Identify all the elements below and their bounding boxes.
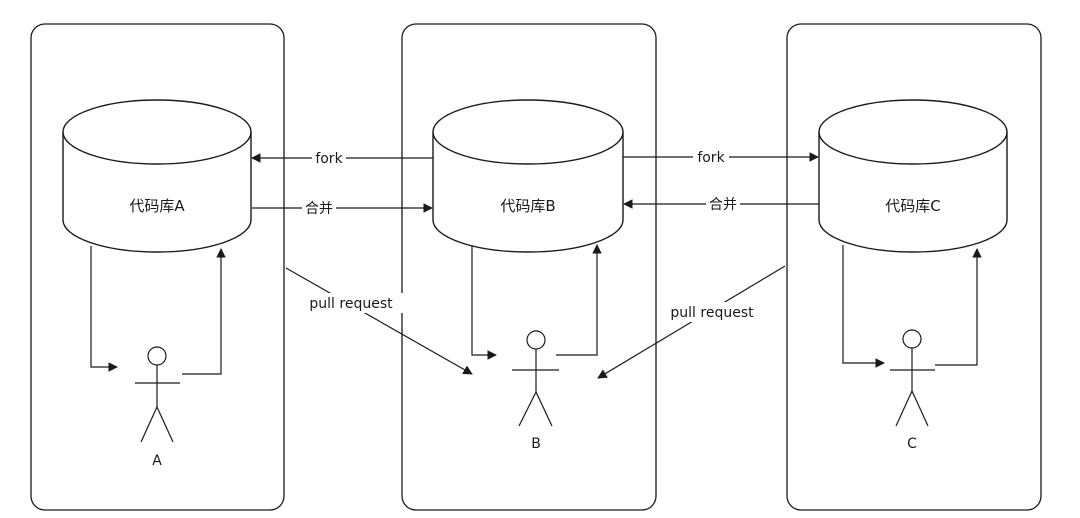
edge-fork-b-to-a: fork xyxy=(251,148,433,168)
repo-a-label: 代码库A xyxy=(129,197,185,215)
actor-c-label: C xyxy=(907,436,917,452)
edge-label-pull-request-right: pull request xyxy=(670,305,754,321)
loop-repo-a-actor-a xyxy=(90,246,226,375)
edge-pull-request-a-to-b: pull request xyxy=(285,267,473,375)
edge-merge-c-to-b: 合并 xyxy=(623,194,819,214)
actor-c-figure: C xyxy=(890,329,935,452)
repo-b: 代码库B xyxy=(432,99,624,253)
repo-c: 代码库C xyxy=(818,99,1008,253)
repo-b-label: 代码库B xyxy=(500,197,555,215)
repo-c-label: 代码库C xyxy=(885,197,940,215)
actor-a-label: A xyxy=(152,453,162,469)
actor-b-figure: B xyxy=(512,330,559,452)
panel-a xyxy=(30,23,285,511)
edge-label-pull-request-left: pull request xyxy=(309,296,393,312)
actor-b-label: B xyxy=(531,436,541,452)
edge-label-merge-left: 合并 xyxy=(305,201,333,217)
loop-repo-c-actor-c xyxy=(842,245,982,368)
edge-label-fork-right: fork xyxy=(697,150,725,166)
edge-pull-request-c-to-b: pull request xyxy=(597,265,786,379)
edge-label-merge-right: 合并 xyxy=(709,197,737,213)
repo-a: 代码库A xyxy=(62,99,252,253)
loop-repo-b-actor-b xyxy=(471,244,602,360)
edge-label-fork-left: fork xyxy=(315,151,343,167)
edge-merge-a-to-b: 合并 xyxy=(252,198,433,218)
edge-fork-b-to-c: fork xyxy=(623,147,819,167)
actor-a-figure: A xyxy=(135,346,180,469)
panel-b xyxy=(401,23,657,511)
